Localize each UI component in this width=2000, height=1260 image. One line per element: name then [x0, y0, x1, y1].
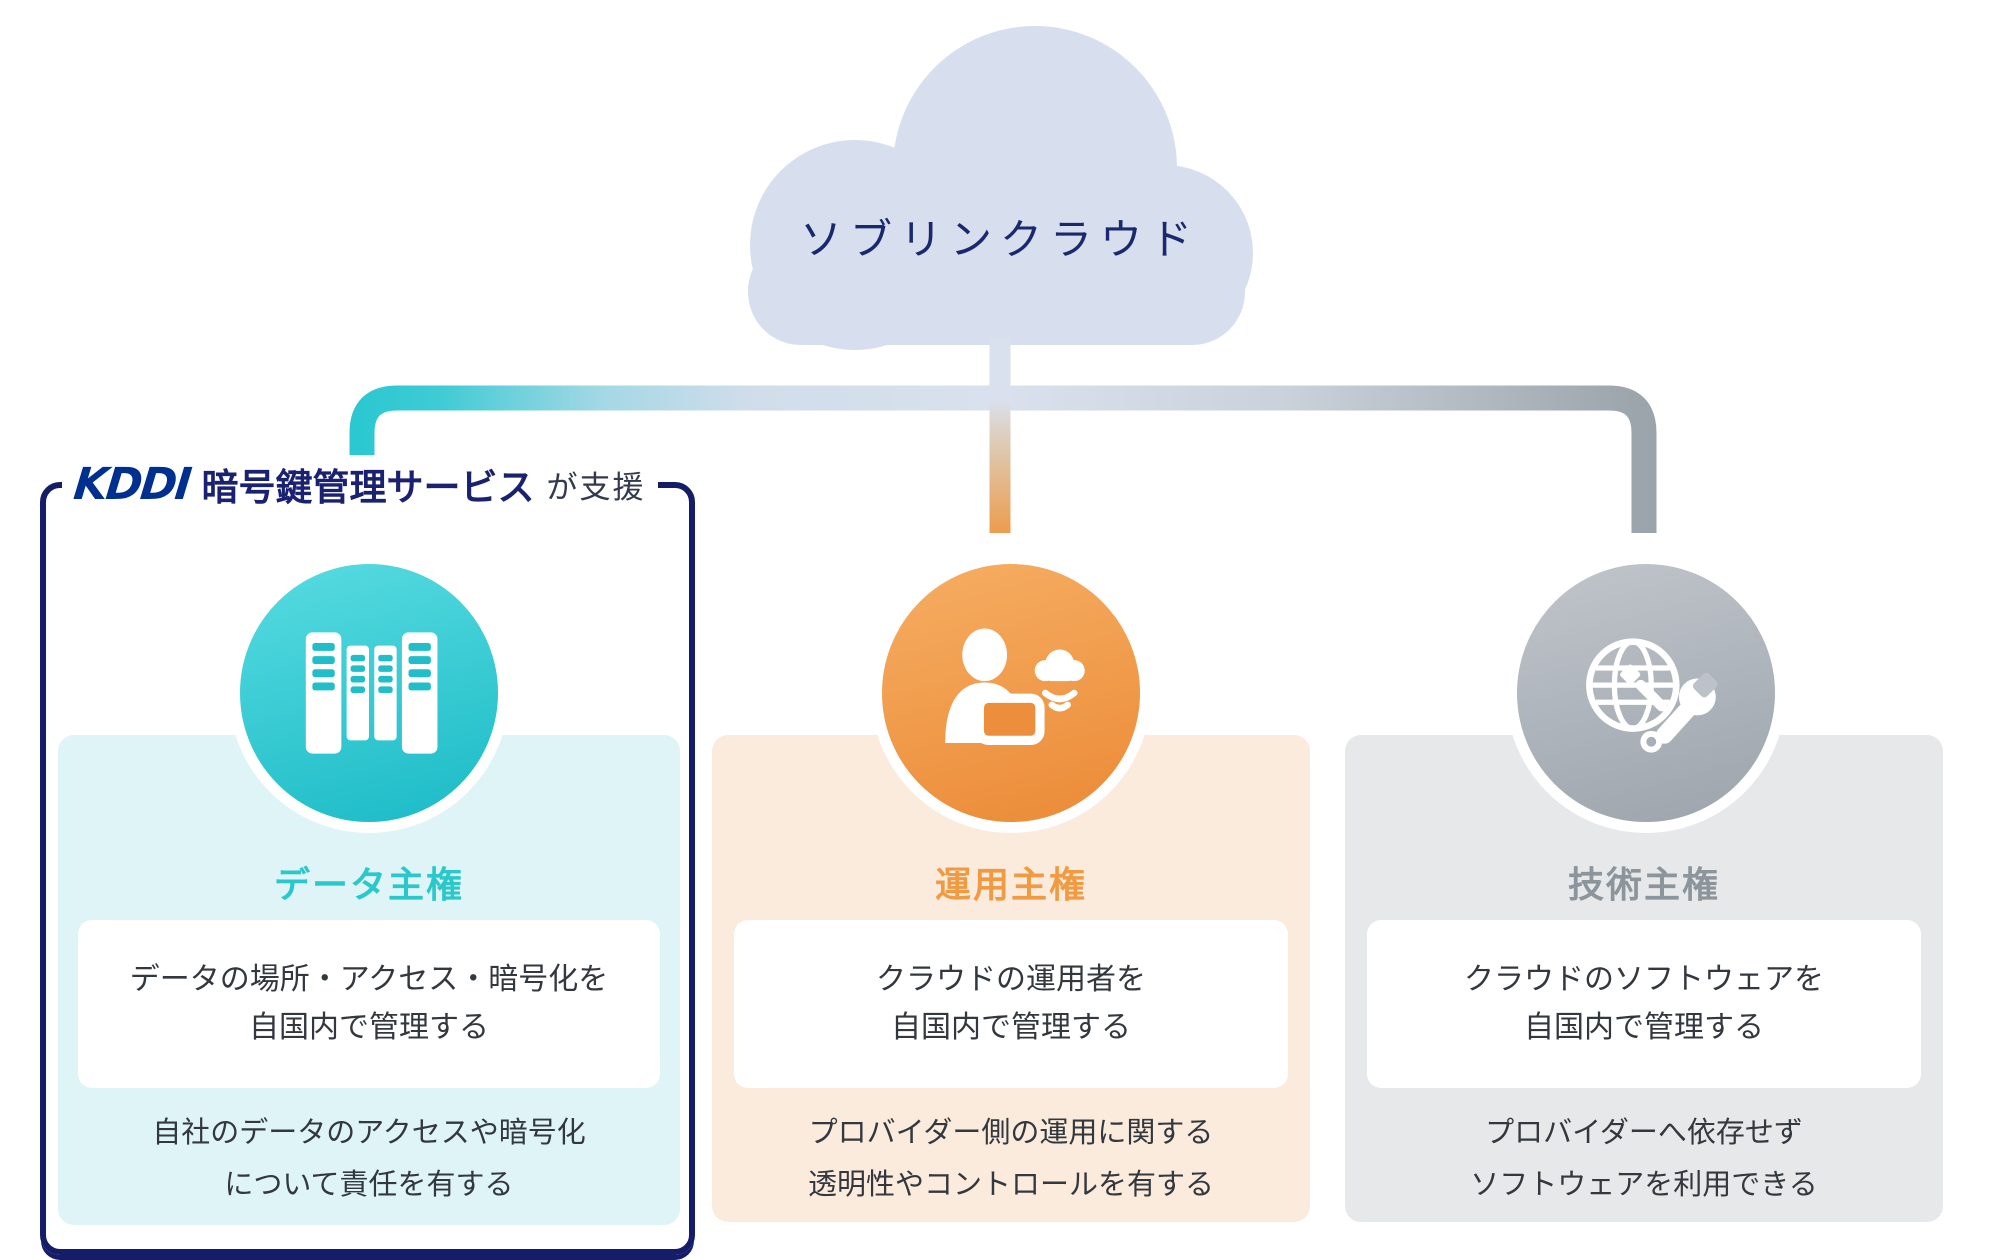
- note-text-line: ソフトウェアを利用できる: [1470, 1167, 1818, 1202]
- box-text-line: クラウドのソフトウェアを: [1464, 962, 1824, 997]
- globe-wrench-icon: [1506, 553, 1786, 833]
- data-sovereignty-box: データの場所・アクセス・暗号化を 自国内で管理する: [78, 920, 660, 1088]
- connector-right-gray: [990, 385, 1657, 533]
- data-sovereignty-note: 自社のデータのアクセスや暗号化 について責任を有する: [58, 1106, 680, 1210]
- badge-suffix-text: が支援: [546, 469, 646, 506]
- server-rack-icon: [229, 553, 509, 833]
- operation-sovereignty-box: クラウドの運用者を 自国内で管理する: [734, 920, 1288, 1088]
- box-text-line: クラウドの運用者を: [876, 962, 1146, 997]
- note-text-line: 自社のデータのアクセスや暗号化: [152, 1115, 586, 1149]
- note-text-line: プロバイダー側の運用に関する: [808, 1115, 1214, 1149]
- cloud-shape: [748, 26, 1253, 350]
- box-text-line: 自国内で管理する: [249, 1010, 489, 1045]
- box-text-line: 自国内で管理する: [1524, 1010, 1764, 1045]
- badge-service-name: 暗号鍵管理サービス: [201, 466, 535, 509]
- cloud-title: ソブリンクラウド: [799, 215, 1200, 264]
- note-text-line: について責任を有する: [224, 1167, 514, 1202]
- technology-sovereignty-box: クラウドのソフトウェアを 自国内で管理する: [1367, 920, 1921, 1088]
- note-text-line: 透明性やコントロールを有する: [807, 1167, 1214, 1202]
- kddi-support-badge: KDDI 暗号鍵管理サービス が支援: [62, 457, 658, 511]
- note-text-line: プロバイダーへ依存せず: [1485, 1115, 1803, 1149]
- operator-laptop-cloud-icon: [871, 553, 1151, 833]
- box-text-line: 自国内で管理する: [891, 1010, 1131, 1045]
- operation-sovereignty-title: 運用主権: [934, 865, 1087, 906]
- technology-sovereignty-title: 技術主権: [1567, 865, 1720, 906]
- connector-left-teal: [349, 385, 1010, 455]
- kddi-logo: KDDI: [71, 458, 193, 510]
- operation-sovereignty-note: プロバイダー側の運用に関する 透明性やコントロールを有する: [712, 1106, 1310, 1210]
- technology-sovereignty-note: プロバイダーへ依存せず ソフトウェアを利用できる: [1345, 1106, 1943, 1210]
- data-sovereignty-title: データ主権: [273, 865, 464, 906]
- box-text-line: データの場所・アクセス・暗号化を: [129, 962, 609, 997]
